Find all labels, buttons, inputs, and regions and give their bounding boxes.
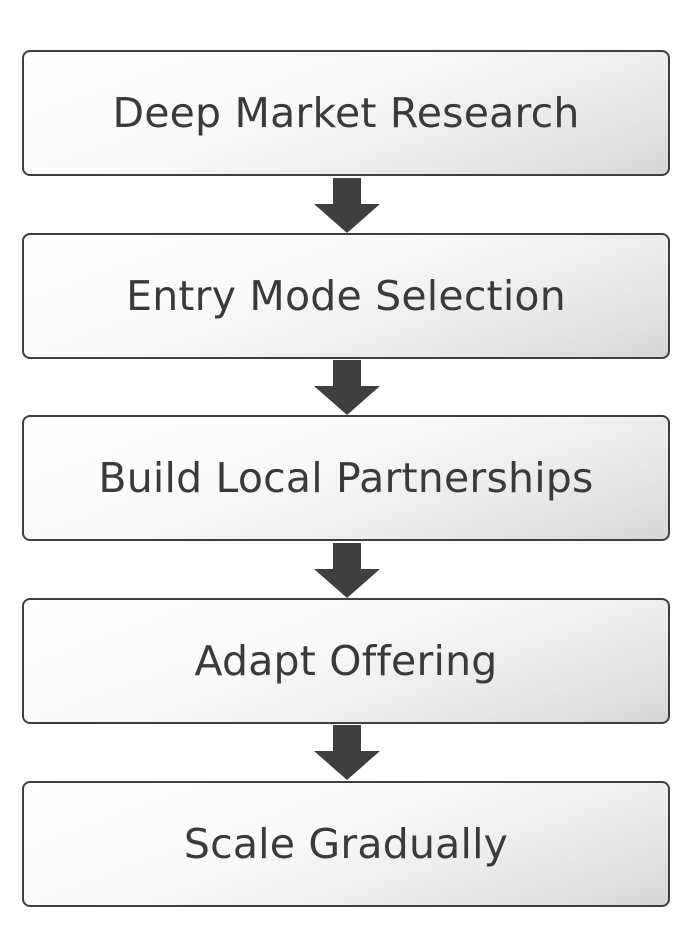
step-label: Entry Mode Selection <box>126 272 566 320</box>
step-label: Build Local Partnerships <box>98 454 594 502</box>
step-adapt-offering: Adapt Offering <box>22 598 670 724</box>
down-arrow-icon <box>312 725 382 781</box>
step-scale-gradually: Scale Gradually <box>22 781 670 907</box>
down-arrow-icon <box>312 543 382 599</box>
step-entry-mode-selection: Entry Mode Selection <box>22 233 670 359</box>
step-build-local-partnerships: Build Local Partnerships <box>22 415 670 541</box>
step-label: Adapt Offering <box>194 637 498 685</box>
down-arrow-icon <box>312 178 382 234</box>
step-label: Scale Gradually <box>183 820 509 868</box>
step-label: Deep Market Research <box>112 89 580 137</box>
step-deep-market-research: Deep Market Research <box>22 50 670 176</box>
down-arrow-icon <box>312 360 382 416</box>
